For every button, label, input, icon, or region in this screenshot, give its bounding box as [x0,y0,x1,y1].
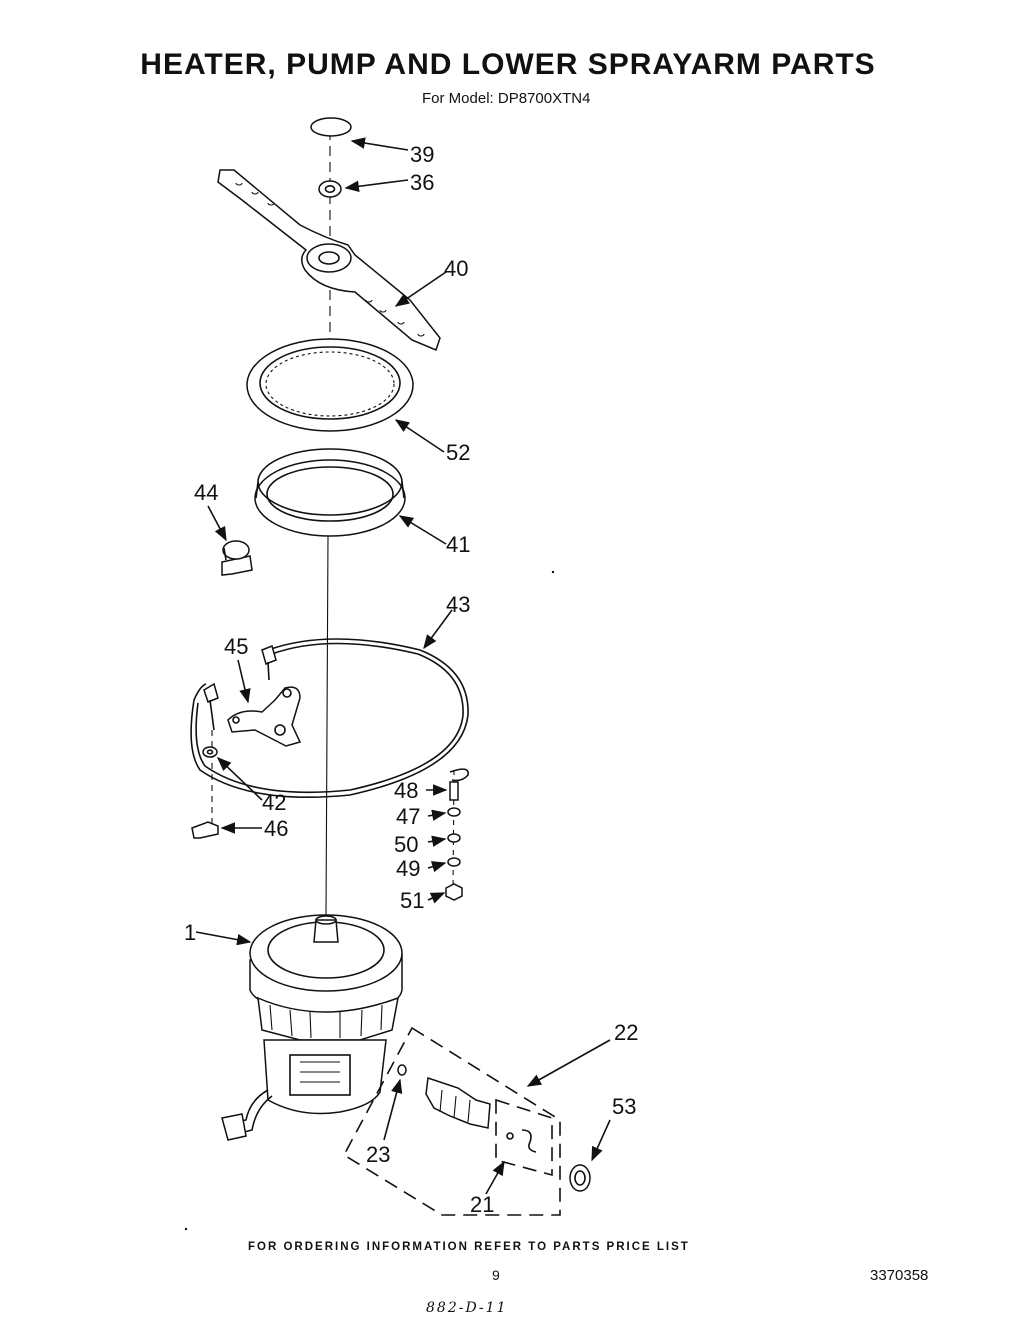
callout-41: 41 [446,532,470,557]
part-49-washer [447,857,461,867]
part-21-valve [495,1098,553,1177]
callout-47: 47 [396,804,420,829]
callout-43: 43 [446,592,470,617]
part-45-bracket [227,686,302,747]
part-39-cap [310,117,352,137]
callout-23: 23 [366,1142,390,1167]
part-42-washer [202,730,218,825]
page-number: 9 [492,1267,500,1283]
ordering-note: FOR ORDERING INFORMATION REFER TO PARTS … [248,1241,690,1253]
part-47-washer [447,807,461,817]
part-40-sprayarm [217,169,441,352]
part-46-clip [191,821,219,839]
page-title: HEATER, PUMP AND LOWER SPRAYARM PARTS [140,48,876,81]
part-51-nut [445,883,463,901]
callout-42: 42 [262,790,286,815]
callout-52: 52 [446,440,470,465]
part-53-clamp [569,1164,591,1192]
callout-36: 36 [410,170,434,195]
callout-1: 1 [184,920,196,945]
part-50-washer [447,833,461,843]
part-48-stud [449,781,459,801]
callout-22: 22 [614,1020,638,1045]
callout-51: 51 [400,888,424,913]
part-1-pump-motor [221,914,403,1141]
scan-dot [184,1227,188,1231]
part-52-heater-ring [246,338,414,432]
part-43-heater-element [190,638,469,799]
model-subtitle: For Model: DP8700XTN4 [422,90,591,107]
callout-50: 50 [394,832,418,857]
callout-48: 48 [394,778,418,803]
callout-53: 53 [612,1094,636,1119]
document-number: 3370358 [870,1267,929,1284]
part-22-inlet-assembly [342,1026,561,1216]
leader-arrows [195,137,611,1195]
callout-46: 46 [264,816,288,841]
inlet-fitting [425,1076,491,1129]
terminal-hardware-stack [445,769,463,901]
callout-45: 45 [224,634,248,659]
handwritten-note: 882-D-11 [426,1300,508,1316]
callout-40: 40 [444,256,468,281]
callout-39: 39 [410,142,434,167]
part-23-oring [397,1064,407,1076]
part-36-washer [318,180,342,198]
part-41-ring-seal [254,448,406,537]
part-44-thermostat [221,540,253,576]
callout-49: 49 [396,856,420,881]
callout-labels: 39 36 40 52 44 41 43 45 48 47 50 49 51 4… [184,142,638,1217]
scan-dot [551,570,555,574]
callout-44: 44 [194,480,218,505]
callout-21: 21 [470,1192,494,1217]
